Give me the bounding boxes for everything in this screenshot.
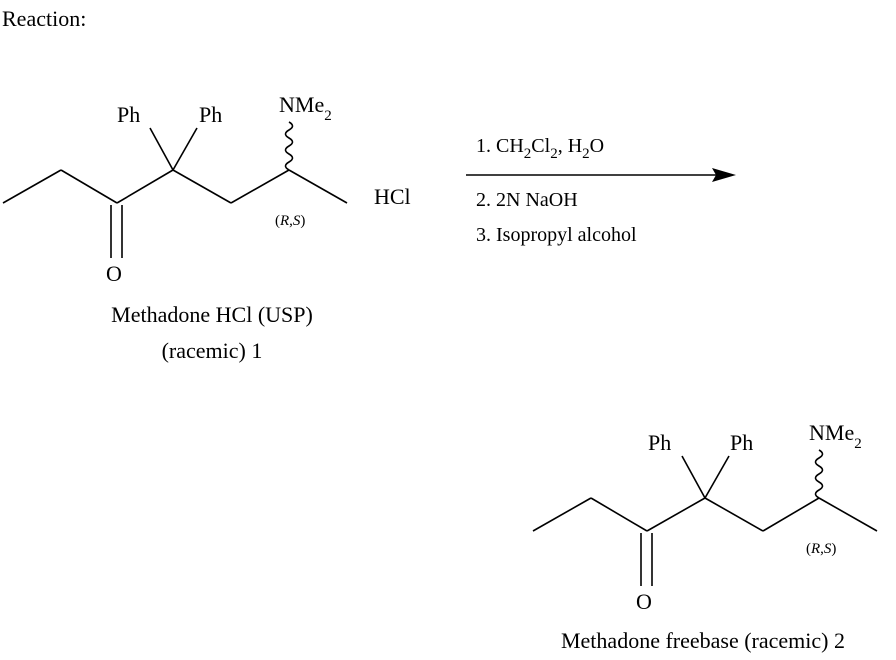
condition-step-3: 3. Isopropyl alcohol: [476, 224, 637, 246]
compound-1-stereo-label: (R,S): [275, 213, 305, 229]
compound-2-phenyl-right: Ph: [730, 430, 753, 455]
condition-step-2: 2. 2N NaOH: [476, 189, 578, 211]
compound-2-oxygen: O: [636, 589, 652, 614]
compound-1-name-line-1: Methadone HCl (USP): [111, 302, 313, 327]
compound-2-amine-label: NMe2: [809, 420, 862, 452]
compound-1-oxygen: O: [106, 261, 122, 286]
compound-2-name: Methadone freebase (racemic) 2: [561, 628, 845, 653]
compound-2-stereo-label: (R,S): [806, 541, 836, 557]
compound-2-phenyl-left: Ph: [648, 430, 671, 455]
compound-1-salt-label: HCl: [374, 184, 411, 209]
compound-2-structure: Ph Ph NMe2 (R,S) O: [533, 420, 877, 614]
reaction-heading: Reaction:: [2, 6, 86, 31]
condition-step-1: 1. CH2Cl2, H2O: [476, 135, 604, 162]
compound-1-phenyl-left: Ph: [117, 102, 140, 127]
compound-1-phenyl-right: Ph: [199, 102, 222, 127]
compound-1-bonds: [3, 122, 347, 258]
compound-1-structure: Ph Ph NMe2 (R,S) O HCl: [3, 92, 411, 286]
compound-1-amine-label: NMe2: [279, 92, 332, 124]
reaction-arrow: [466, 168, 736, 182]
compound-2-bonds: [533, 450, 877, 586]
compound-1-name-line-2: (racemic) 1: [162, 338, 263, 363]
